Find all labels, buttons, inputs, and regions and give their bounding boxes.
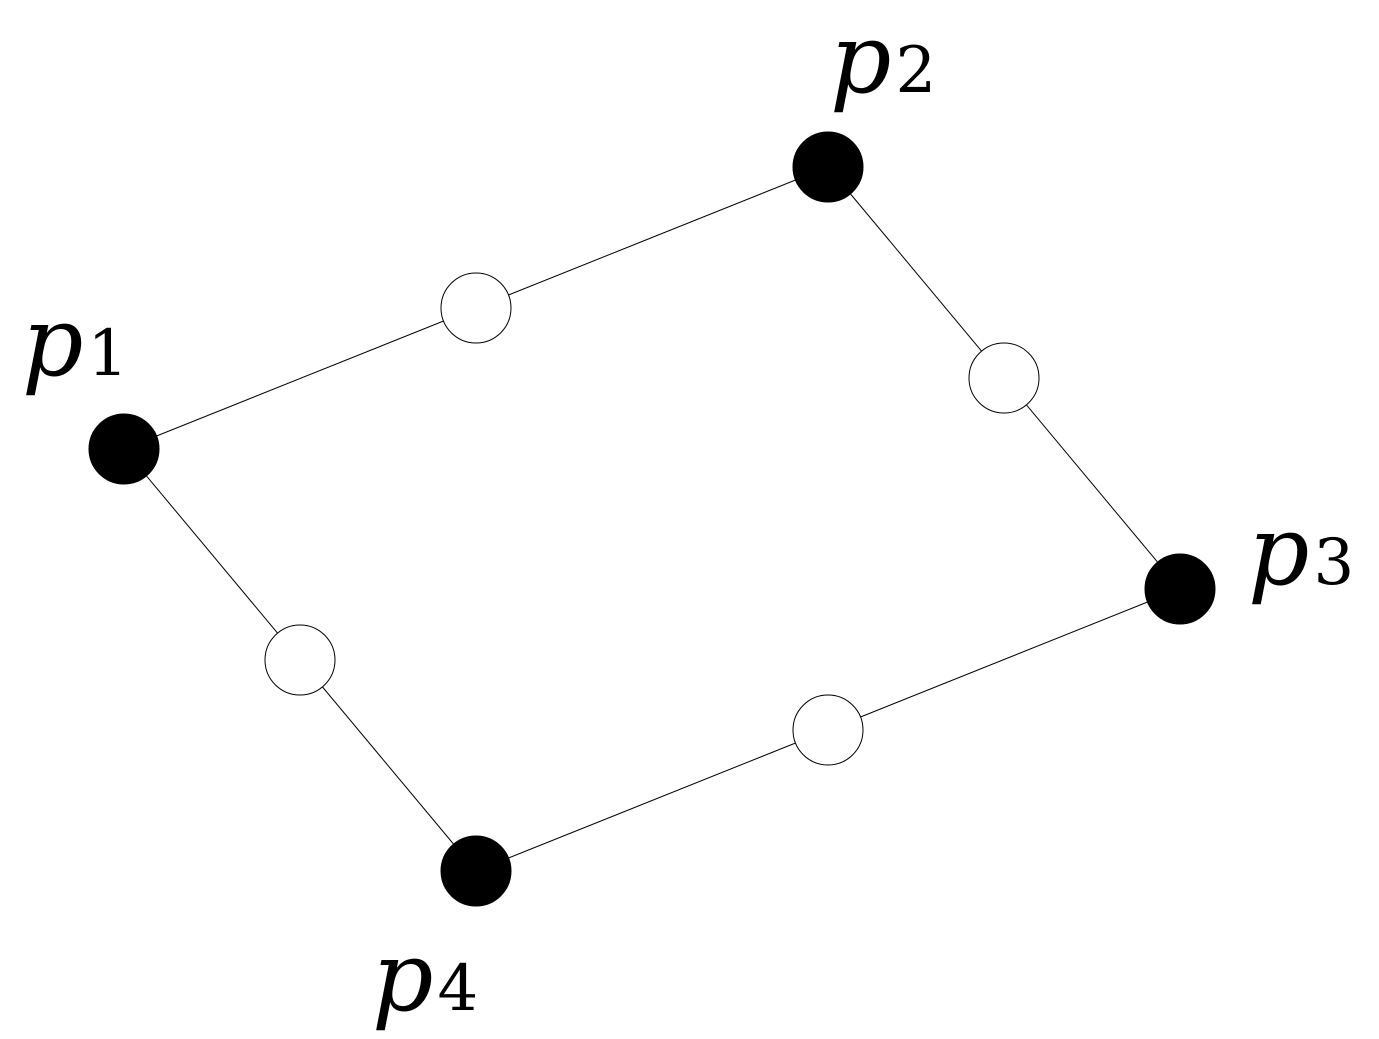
vertex-label-symbol: p xyxy=(372,921,433,1033)
vertex-label-subscript: 4 xyxy=(437,952,478,1026)
midpoint-m41 xyxy=(264,624,336,696)
vertex-label-subscript: 1 xyxy=(87,317,128,391)
midpoint-m12 xyxy=(440,272,512,344)
midpoint-m34 xyxy=(792,694,864,766)
vertex-label-symbol: p xyxy=(1248,495,1309,607)
vertex-label-p4: p4 xyxy=(372,921,478,1033)
vertex-label-subscript: 2 xyxy=(895,34,936,108)
vertex-p3 xyxy=(1144,553,1216,625)
midpoint-m23 xyxy=(968,342,1040,414)
vertex-label-p3: p3 xyxy=(1248,495,1354,607)
midpoints xyxy=(264,272,1040,766)
vertex-label-symbol: p xyxy=(22,286,83,398)
vertex-label-p2: p2 xyxy=(830,3,936,115)
vertex-p2 xyxy=(792,131,864,203)
vertex-label-p1: p1 xyxy=(22,286,128,398)
vertex-label-symbol: p xyxy=(830,3,891,115)
vertex-p1 xyxy=(88,413,160,485)
vertex-p4 xyxy=(440,835,512,907)
vertex-label-subscript: 3 xyxy=(1313,526,1354,600)
edges xyxy=(123,166,1181,872)
vertices xyxy=(88,131,1216,907)
